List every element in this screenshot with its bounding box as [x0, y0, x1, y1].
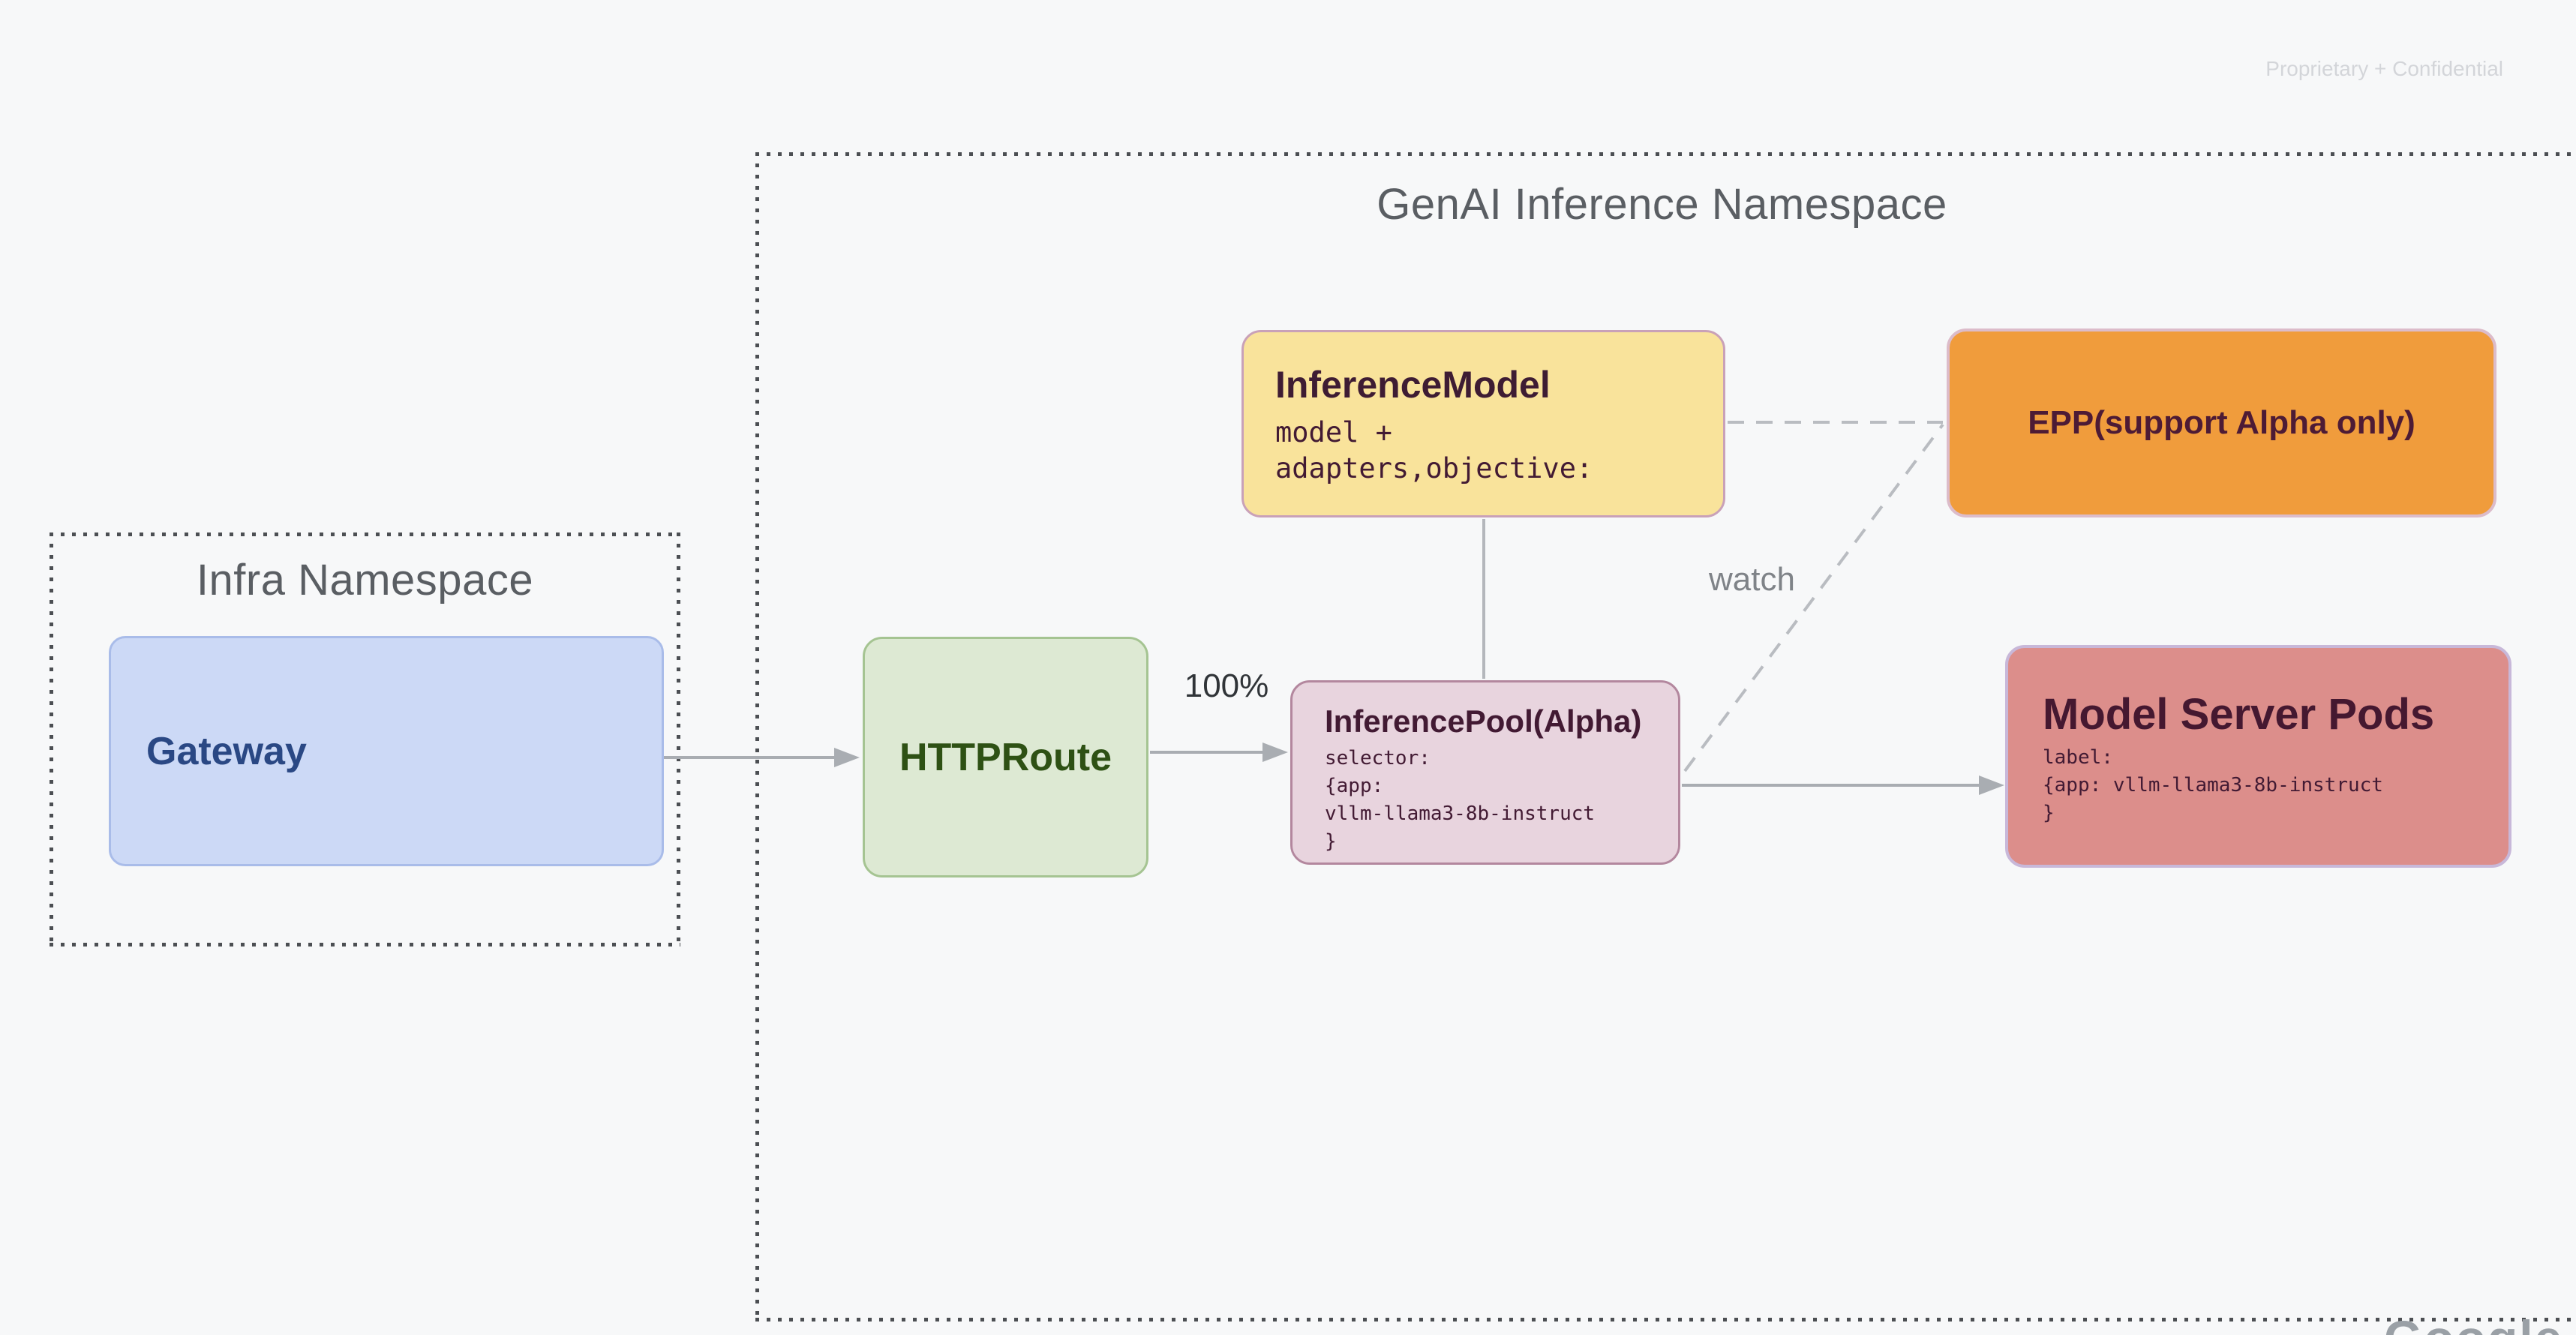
modelserverpods-title: Model Server Pods — [2043, 690, 2435, 739]
inferencepool-code-line: vllm-llama3-8b-instruct — [1325, 802, 1596, 825]
inferencepool-node: InferencePool(Alpha) selector: {app: vll… — [1290, 680, 1680, 865]
google-logo-clipped: Google — [2384, 1314, 2564, 1335]
inferencepool-code-line: } — [1325, 830, 1337, 853]
modelserverpods-code-line: {app: vllm-llama3-8b-instruct — [2043, 774, 2383, 796]
google-logo-text: Google — [2384, 1314, 2564, 1335]
inferencemodel-code-line: model + — [1275, 416, 1392, 448]
gateway-label: Gateway — [146, 729, 307, 773]
edge-label-100-percent: 100% — [1184, 668, 1269, 704]
edge-label-watch: watch — [1709, 561, 1795, 598]
inferencemodel-node: InferenceModel model + adapters,objectiv… — [1241, 330, 1725, 518]
epp-label: EPP(support Alpha only) — [2028, 404, 2415, 441]
gateway-node: Gateway — [109, 636, 664, 866]
modelserverpods-node: Model Server Pods label: {app: vllm-llam… — [2005, 645, 2511, 868]
watermark-proprietary-confidential: Proprietary + Confidential — [2265, 57, 2503, 80]
modelserverpods-code-line: } — [2043, 802, 2055, 824]
epp-node: EPP(support Alpha only) — [1947, 328, 2496, 518]
infra-namespace-title: Infra Namespace — [196, 556, 534, 604]
inferencemodel-title: InferenceModel — [1275, 364, 1551, 406]
httproute-label: HTTPRoute — [899, 735, 1112, 779]
inferencepool-code-line: {app: — [1325, 775, 1384, 797]
inferencepool-title: InferencePool(Alpha) — [1325, 704, 1642, 739]
httproute-node: HTTPRoute — [863, 637, 1148, 878]
modelserverpods-code-line: label: — [2043, 746, 2113, 769]
inferencemodel-code-line: adapters,objective: — [1275, 452, 1593, 484]
genai-namespace-title: GenAI Inference Namespace — [1377, 180, 1947, 229]
inferencepool-code-line: selector: — [1325, 747, 1431, 770]
